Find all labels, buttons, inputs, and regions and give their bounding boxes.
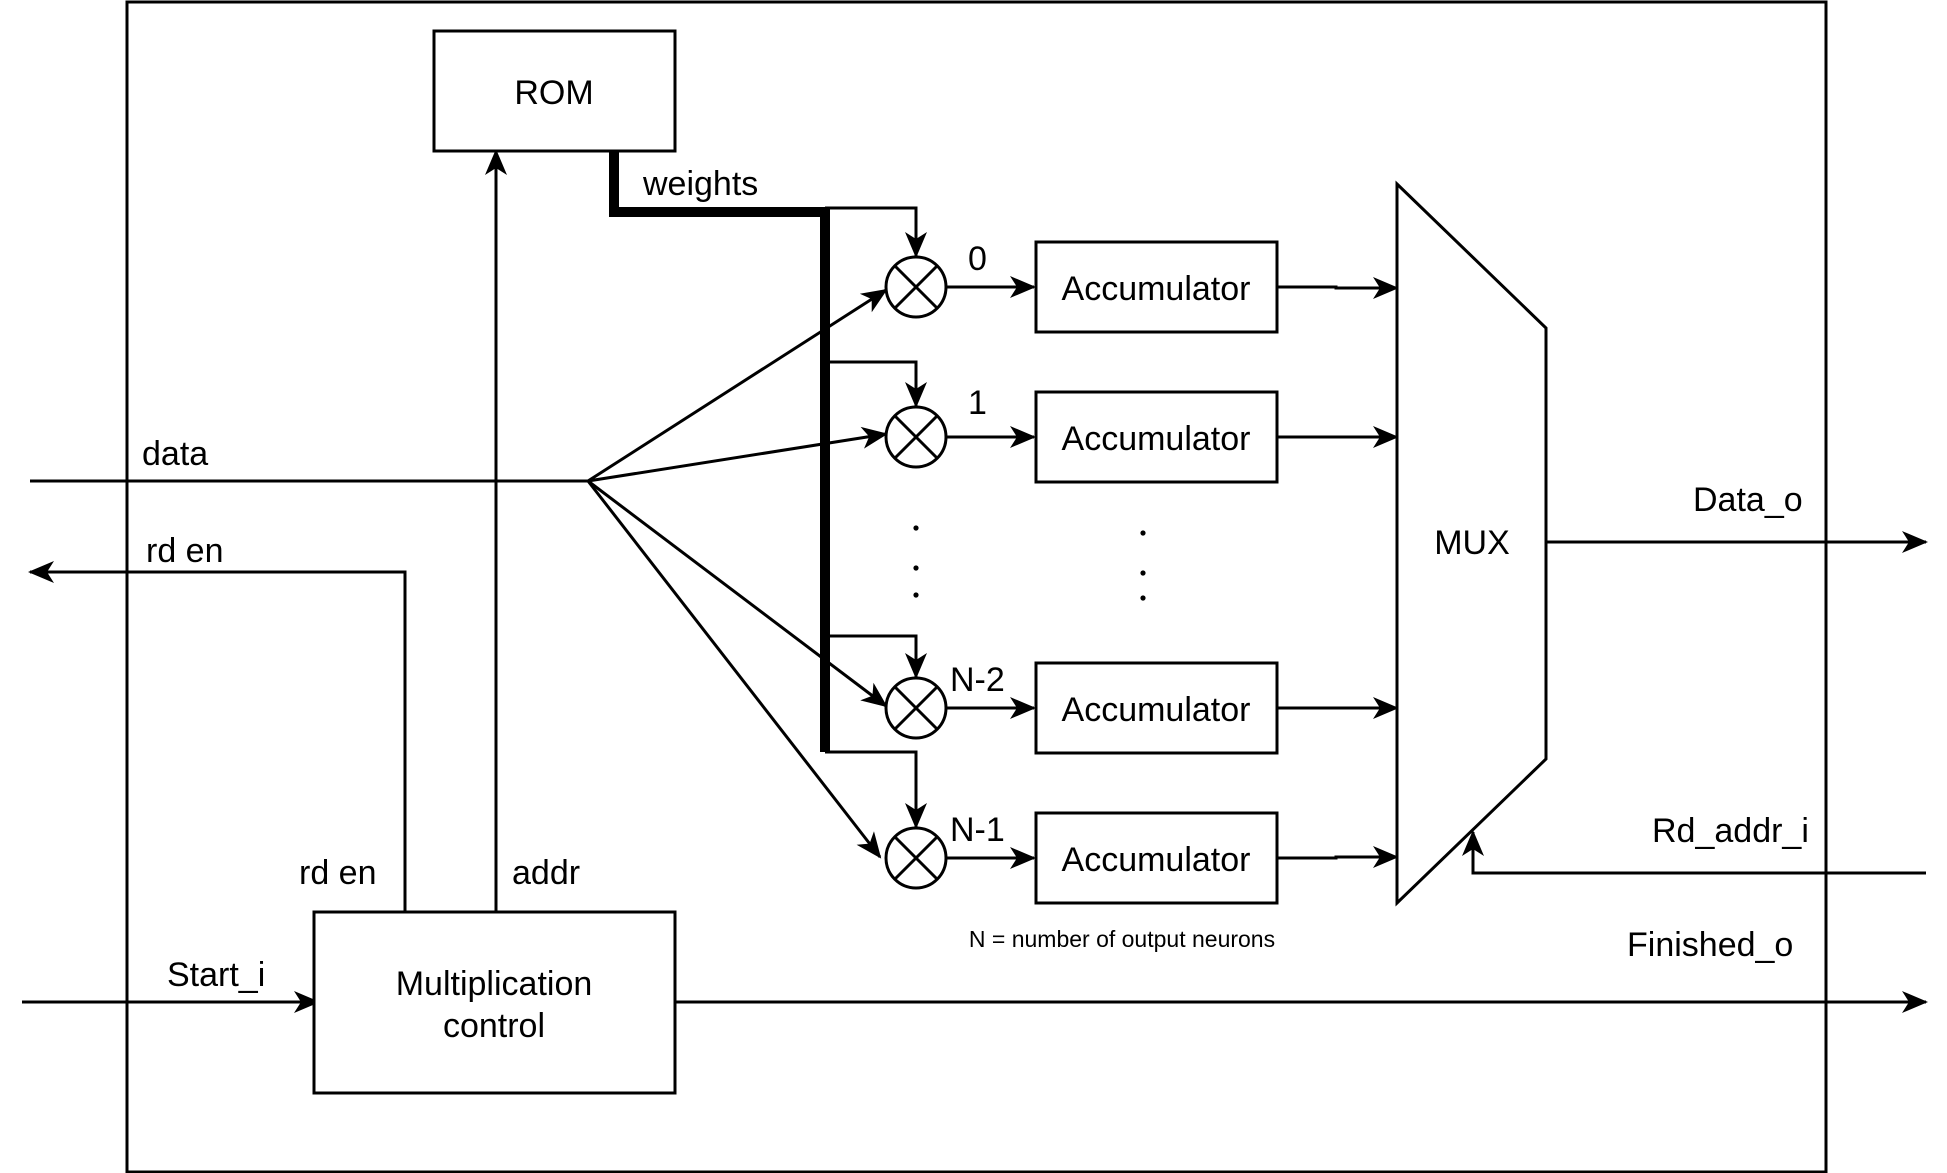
ellipsis-multipliers <box>913 525 919 598</box>
ellipsis-accumulators <box>1140 530 1146 601</box>
multiplication-control-label-line2: control <box>443 1007 545 1045</box>
neuron-index-n2: N-2 <box>950 661 1005 699</box>
data-o-label: Data_o <box>1693 481 1803 519</box>
data-fanout-0 <box>587 288 888 483</box>
mux-label: MUX <box>1434 524 1510 562</box>
neuron-index-1: 1 <box>968 384 987 422</box>
weight-tap-n1 <box>825 750 927 829</box>
accumulator-block-0 <box>1034 240 1279 334</box>
accumulator-label-1: Accumulator <box>1062 420 1251 458</box>
footnote-n-definition: N = number of output neurons <box>969 926 1275 952</box>
weight-tap-n2 <box>825 634 927 679</box>
data-fanout-n2 <box>587 479 888 708</box>
multiplier-0 <box>884 255 948 319</box>
multiplication-control-block <box>312 910 677 1095</box>
acc-to-mux-0 <box>1277 277 1399 299</box>
rd-en-line <box>28 561 407 912</box>
accumulator-block-n1 <box>1034 811 1279 905</box>
finished-o-label: Finished_o <box>1627 926 1793 964</box>
multiplication-control-label-line1: Multiplication <box>396 965 593 1003</box>
accumulator-label-n1: Accumulator <box>1062 841 1251 879</box>
rd-addr-i-label: Rd_addr_i <box>1652 812 1809 850</box>
mux-block <box>1395 180 1548 907</box>
accumulator-label-n2: Accumulator <box>1062 691 1251 729</box>
data-fanout-n1 <box>586 480 882 859</box>
weights-label: weights <box>642 165 758 203</box>
data-fanout-1 <box>587 426 888 483</box>
rd-en-out-label: rd en <box>146 532 224 570</box>
weight-tap-1 <box>825 360 927 408</box>
accumulator-label-0: Accumulator <box>1062 270 1251 308</box>
module-boundary <box>125 0 1828 1173</box>
neuron-index-n1: N-1 <box>950 811 1005 849</box>
multiplier-n2 <box>884 676 948 740</box>
data-label: data <box>142 435 208 473</box>
multiplier-n1 <box>884 826 948 890</box>
acc-to-mux-n1 <box>1277 846 1399 868</box>
accumulator-block-n2 <box>1034 661 1279 755</box>
rom-label: ROM <box>514 74 593 112</box>
addr-label: addr <box>512 854 580 892</box>
rom-block <box>432 29 677 153</box>
rd-addr-line <box>1462 830 1926 875</box>
multiplier-1 <box>884 405 948 469</box>
start-i-label: Start_i <box>167 956 265 994</box>
accumulator-block-1 <box>1034 390 1279 484</box>
rd-en-ctrl-label: rd en <box>299 854 377 892</box>
neuron-index-0: 0 <box>968 240 987 278</box>
weight-tap-0 <box>825 206 927 258</box>
weights-bus <box>609 151 830 752</box>
